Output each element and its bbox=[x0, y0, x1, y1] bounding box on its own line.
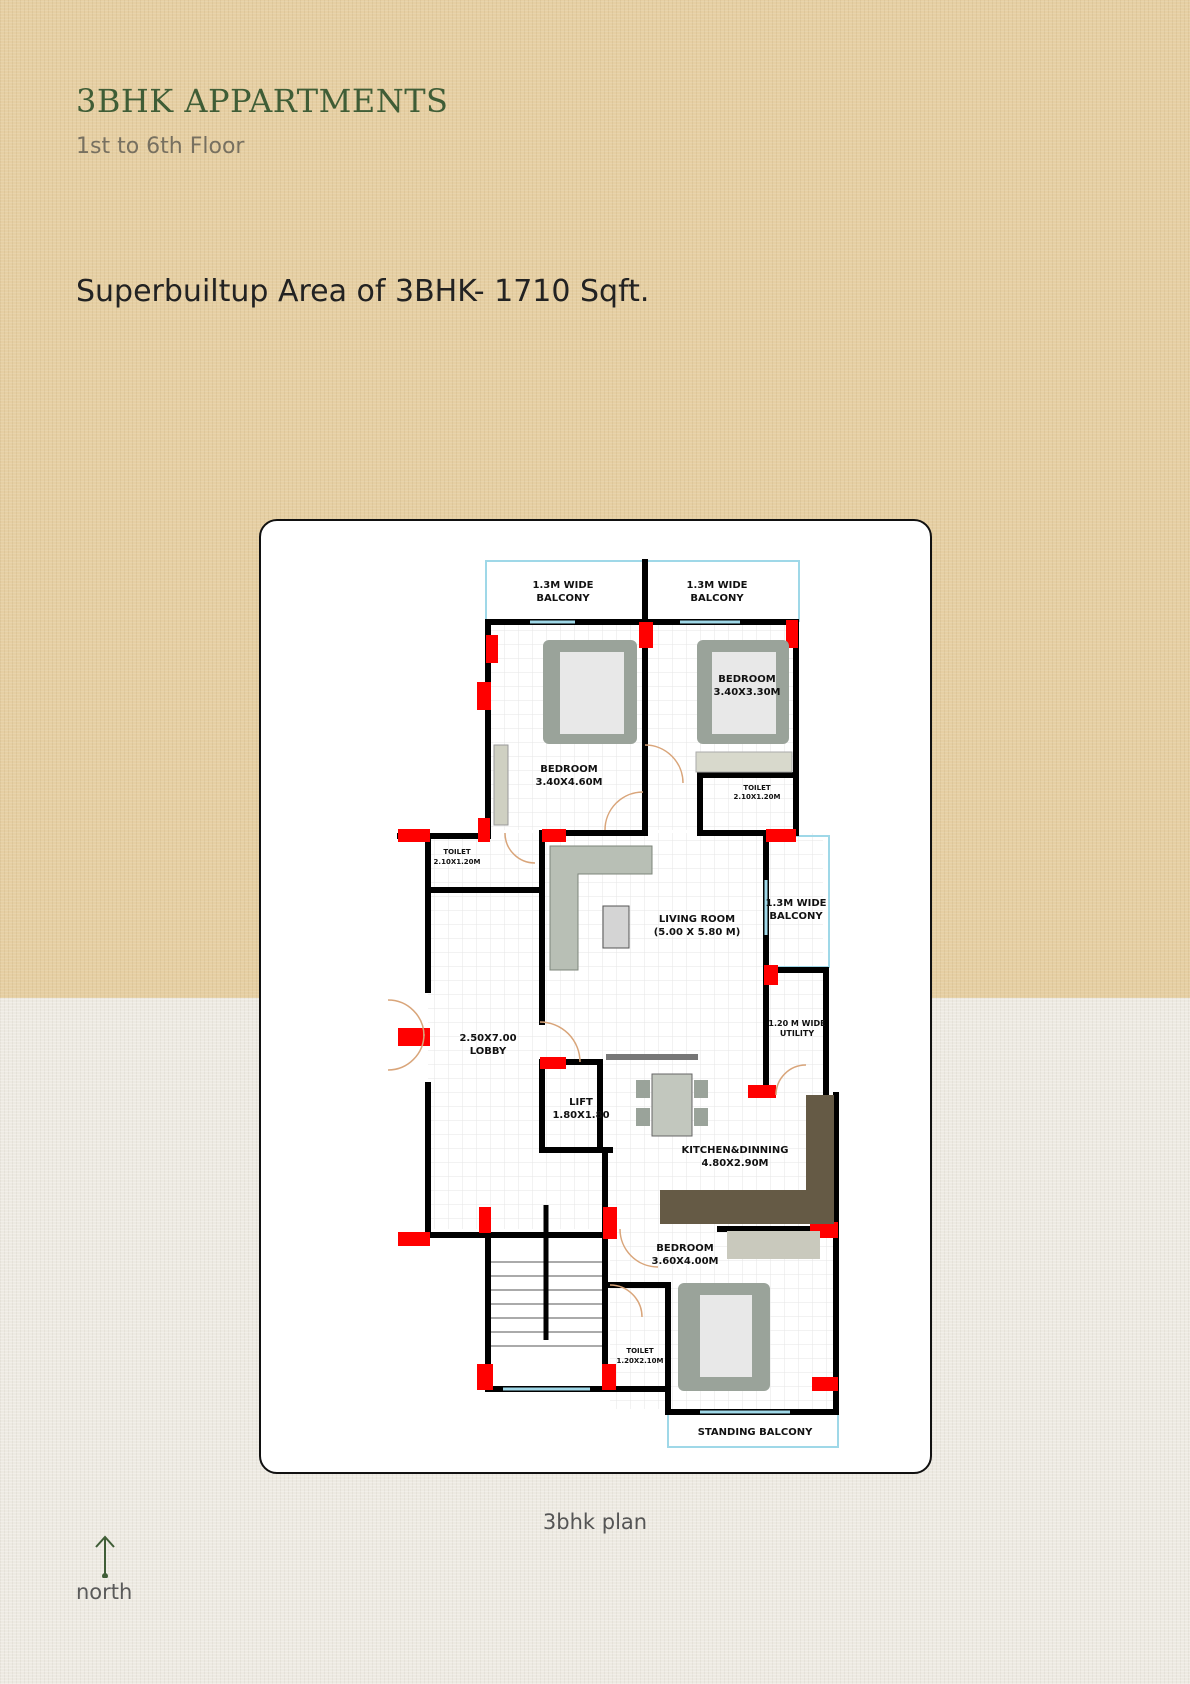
door-swings bbox=[387, 744, 807, 1318]
bedroom-3-label-line1: BEDROOM bbox=[656, 1243, 713, 1254]
north-label: north bbox=[76, 1580, 133, 1604]
balcony-2-label-line2: BALCONY bbox=[690, 593, 744, 604]
furniture bbox=[493, 640, 834, 1391]
toilet-3-label-line1: TOILET bbox=[626, 1347, 654, 1355]
balcony-3-label-line2: BALCONY bbox=[769, 911, 823, 922]
bedroom-2-label-line1: BEDROOM bbox=[540, 764, 597, 775]
plan-caption: 3bhk plan bbox=[542, 1510, 648, 1534]
lobby-label-line1: 2.50X7.00 bbox=[459, 1033, 516, 1044]
balcony-1-label-line2: BALCONY bbox=[536, 593, 590, 604]
bedroom-2-label-line2: 3.40X4.60M bbox=[535, 777, 602, 788]
living-room-label-line2: (5.00 X 5.80 M) bbox=[654, 927, 741, 938]
toilet-3-label-line2: 1.20X2.10M bbox=[617, 1357, 664, 1365]
balcony-1-label-line1: 1.3M WIDE bbox=[532, 580, 593, 591]
balcony-2-label-line1: 1.3M WIDE bbox=[686, 580, 747, 591]
floor-subtitle: 1st to 6th Floor bbox=[76, 134, 245, 159]
lift-label-line2: 1.80X1.80 bbox=[552, 1110, 609, 1121]
lift-label-line1: LIFT bbox=[569, 1097, 593, 1108]
windows bbox=[503, 620, 790, 1414]
bedroom-1-label-line1: BEDROOM bbox=[718, 674, 775, 685]
toilet-1-label-line1: TOILET bbox=[743, 784, 771, 792]
staircase bbox=[491, 1205, 602, 1347]
lobby-label-line2: LOBBY bbox=[470, 1046, 507, 1057]
balcony-3-label-line1: 1.3M WIDE bbox=[765, 898, 826, 909]
page-title: 3BHK APPARTMENTS bbox=[76, 82, 449, 120]
toilet-2-label-line2: 2.10X1.20M bbox=[434, 858, 481, 866]
north-arrow-icon bbox=[95, 1535, 115, 1578]
room-labels: 1.3M WIDE BALCONY 1.3M WIDE BALCONY BEDR… bbox=[434, 580, 827, 1438]
standing-balcony-label: STANDING BALCONY bbox=[698, 1427, 813, 1438]
kitchen-label-line1: KITCHEN&DINNING bbox=[682, 1145, 789, 1156]
toilet-1-label-line2: 2.10X1.20M bbox=[734, 793, 781, 801]
superbuiltup-area: Superbuiltup Area of 3BHK- 1710 Sqft. bbox=[76, 274, 650, 309]
kitchen-label-line2: 4.80X2.90M bbox=[701, 1158, 768, 1169]
columns bbox=[398, 620, 838, 1391]
background-beige bbox=[0, 0, 1190, 998]
utility-label-line2: UTILITY bbox=[780, 1029, 814, 1038]
bedroom-1-label-line2: 3.40X3.30M bbox=[713, 687, 780, 698]
utility-label-line1: 1.20 M WIDE bbox=[768, 1019, 825, 1028]
bedroom-3-label-line2: 3.60X4.00M bbox=[651, 1256, 718, 1267]
living-room-label-line1: LIVING ROOM bbox=[659, 914, 735, 925]
toilet-2-label-line1: TOILET bbox=[443, 848, 471, 856]
